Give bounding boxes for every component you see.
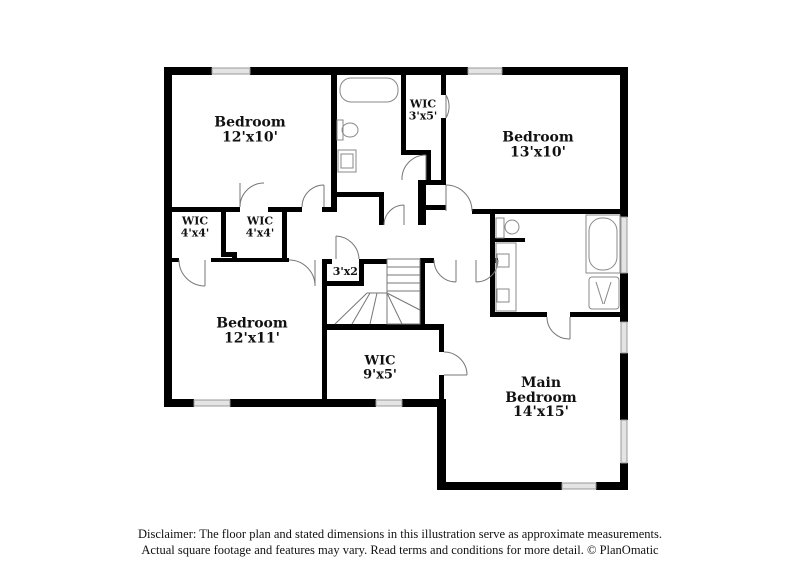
room-dimensions: 12'x10' bbox=[222, 129, 278, 145]
room-dimensions: 4'x4' bbox=[245, 226, 275, 239]
room-name: Main bbox=[520, 374, 562, 391]
disclaimer-line-1: Disclaimer: The floor plan and stated di… bbox=[138, 527, 662, 541]
shower bbox=[588, 276, 620, 310]
room-label-wic-right: WIC 4'x4' bbox=[246, 215, 275, 238]
room-dimensions: 12'x11' bbox=[224, 330, 280, 346]
room-dimensions: 3'x2' bbox=[332, 265, 362, 279]
room-label-bedroom-ne: Bedroom 13'x10' bbox=[502, 130, 573, 159]
room-name: WIC bbox=[364, 353, 396, 369]
room-label-bedroom-nw: Bedroom 12'x10' bbox=[214, 115, 285, 144]
room-dimensions: 13'x10' bbox=[510, 144, 566, 160]
room-name: Bedroom bbox=[216, 315, 288, 332]
room-name: Bedroom bbox=[214, 114, 286, 131]
bathtub bbox=[339, 77, 399, 103]
room-dimensions: 14'x15' bbox=[513, 404, 569, 421]
toilet-icon bbox=[504, 219, 520, 235]
room-name-2: Bedroom bbox=[505, 389, 577, 406]
room-name: Bedroom bbox=[502, 129, 574, 146]
disclaimer-line-2: Actual square footage and features may v… bbox=[141, 543, 659, 557]
room-label-bedroom-sw: Bedroom 12'x11' bbox=[216, 316, 287, 345]
walls bbox=[164, 67, 628, 490]
doors bbox=[178, 94, 571, 376]
room-label-wic-hall: WIC 3'x5' bbox=[409, 98, 438, 121]
room-label-wic-main: WIC 9'x5' bbox=[363, 354, 397, 381]
vanity bbox=[495, 242, 517, 312]
room-dimensions: 4'x4' bbox=[180, 226, 210, 239]
room-dimensions: 3'x5' bbox=[408, 109, 438, 122]
sink-icon bbox=[337, 149, 357, 173]
bathtub bbox=[585, 214, 621, 274]
toilet-icon bbox=[341, 122, 359, 138]
room-label-closet-small: 3'x2' bbox=[333, 266, 362, 278]
room-label-main-bedroom: Main Bedroom 14'x15' bbox=[505, 376, 576, 420]
stairs bbox=[334, 258, 421, 325]
room-dimensions: 9'x5' bbox=[363, 367, 397, 382]
room-name: WIC bbox=[181, 214, 209, 228]
windows bbox=[193, 67, 628, 490]
room-name: WIC bbox=[409, 97, 437, 111]
room-name: WIC bbox=[246, 214, 274, 228]
disclaimer: Disclaimer: The floor plan and stated di… bbox=[0, 526, 800, 558]
fixtures bbox=[336, 77, 621, 312]
room-label-wic-left: WIC 4'x4' bbox=[181, 215, 210, 238]
